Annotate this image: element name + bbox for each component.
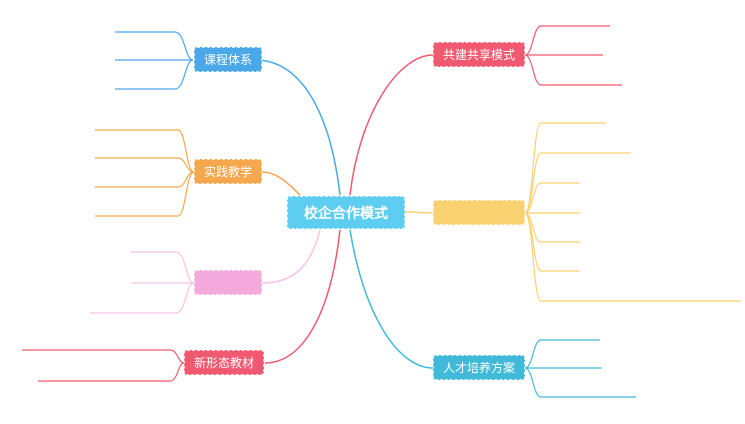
center-node[interactable]: 校企合作模式	[287, 196, 405, 229]
leaf-practice-3[interactable]	[80, 177, 175, 193]
edge-practice-leaf	[95, 157, 195, 173]
edge-sharing-leaf	[524, 25, 610, 56]
edge-newform-leaf	[38, 362, 185, 382]
edge-center-leaf	[524, 122, 606, 214]
leaf-textbook-3[interactable]	[70, 303, 175, 319]
edge-practice-leaf	[95, 171, 195, 217]
branch-practice[interactable]: 实践教学	[194, 159, 262, 184]
leaf-practice-4[interactable]	[80, 206, 175, 222]
edge-root-center	[404, 211, 434, 214]
branch-talent[interactable]: 人才培养方案	[433, 355, 525, 380]
edge-center-leaf	[524, 212, 580, 243]
edge-talent-leaf	[524, 367, 636, 398]
leaf-courses-1[interactable]	[95, 22, 173, 38]
branch-sharing[interactable]: 共建共享模式	[433, 42, 525, 67]
leaf-textbook-1[interactable]	[115, 242, 175, 258]
edge-textbook-leaf	[90, 282, 195, 314]
edge-center-leaf	[524, 212, 741, 302]
edge-root-courses	[254, 59, 341, 196]
leaf-newform-1[interactable]	[5, 340, 175, 356]
leaf-textbook-2[interactable]	[115, 273, 175, 289]
branch-center[interactable]	[433, 200, 525, 225]
edge-root-practice	[261, 171, 301, 196]
edge-center-leaf	[524, 182, 580, 214]
edge-root-textbook	[261, 229, 321, 284]
edge-root-sharing	[349, 54, 434, 196]
edge-practice-leaf	[95, 129, 195, 173]
edge-textbook-leaf	[131, 251, 195, 284]
edge-courses-leaf	[115, 59, 194, 90]
edge-talent-leaf	[524, 339, 600, 369]
edge-root-talent	[349, 229, 434, 369]
edge-sharing-leaf	[524, 54, 622, 86]
edge-courses-leaf	[115, 31, 194, 61]
leaf-newform-2[interactable]	[5, 371, 165, 387]
leaf-practice-1[interactable]	[80, 120, 175, 136]
edge-newform-leaf	[22, 349, 185, 364]
leaf-courses-2[interactable]	[95, 50, 173, 66]
edge-root-newform	[264, 229, 341, 364]
leaf-courses-3[interactable]	[95, 79, 173, 95]
branch-courses[interactable]: 课程体系	[194, 47, 262, 72]
leaf-practice-2[interactable]	[80, 148, 175, 164]
branch-textbook[interactable]	[194, 270, 262, 295]
branch-newform[interactable]: 新形态教材	[184, 350, 264, 375]
